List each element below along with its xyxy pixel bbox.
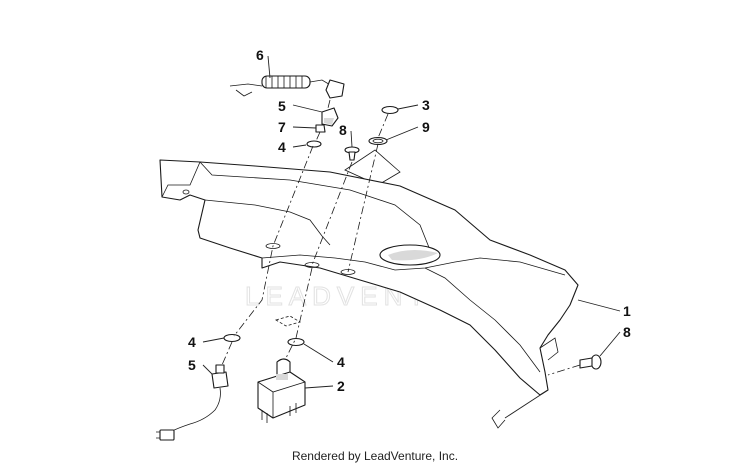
callout-4-lower-left[interactable]: 4 bbox=[188, 334, 196, 350]
hidden-bracket bbox=[275, 315, 301, 327]
callout-8-upper[interactable]: 8 bbox=[339, 122, 347, 138]
screw-part-8-upper[interactable] bbox=[344, 146, 360, 161]
callout-6[interactable]: 6 bbox=[256, 47, 264, 63]
rear-fender-part-1[interactable] bbox=[159, 159, 579, 429]
cap-part-5[interactable] bbox=[321, 107, 339, 127]
washer-part-4-upper[interactable] bbox=[306, 140, 322, 148]
assembly-lines bbox=[221, 99, 581, 376]
callout-7[interactable]: 7 bbox=[278, 119, 286, 135]
callout-5-upper[interactable]: 5 bbox=[278, 98, 286, 114]
screw-part-8-lower[interactable] bbox=[579, 354, 602, 370]
leader-lines bbox=[202, 55, 621, 419]
washer-part-3[interactable] bbox=[381, 105, 399, 115]
callout-2[interactable]: 2 bbox=[337, 378, 345, 394]
washer-part-4-lower-right[interactable] bbox=[287, 337, 305, 347]
nut-part-7[interactable] bbox=[315, 124, 326, 133]
washer-part-4-lower-left[interactable] bbox=[223, 333, 241, 343]
callout-9[interactable]: 9 bbox=[422, 119, 430, 135]
ring-part-9[interactable] bbox=[368, 136, 388, 146]
callout-5-lower[interactable]: 5 bbox=[188, 357, 196, 373]
cable-spring-part-6[interactable] bbox=[229, 75, 345, 99]
callout-4-upper[interactable]: 4 bbox=[278, 139, 286, 155]
footer-credit: Rendered by LeadVenture, Inc. bbox=[291, 449, 459, 463]
sensor-part-5[interactable] bbox=[156, 364, 229, 441]
callout-8-lower[interactable]: 8 bbox=[623, 324, 631, 340]
callouts: 6 5 7 4 8 3 9 1 8 4 5 4 2 bbox=[188, 47, 631, 394]
switch-part-2[interactable] bbox=[257, 358, 306, 423]
callout-3[interactable]: 3 bbox=[422, 97, 430, 113]
callout-4-lower-right[interactable]: 4 bbox=[337, 354, 345, 370]
callout-1[interactable]: 1 bbox=[623, 303, 631, 319]
